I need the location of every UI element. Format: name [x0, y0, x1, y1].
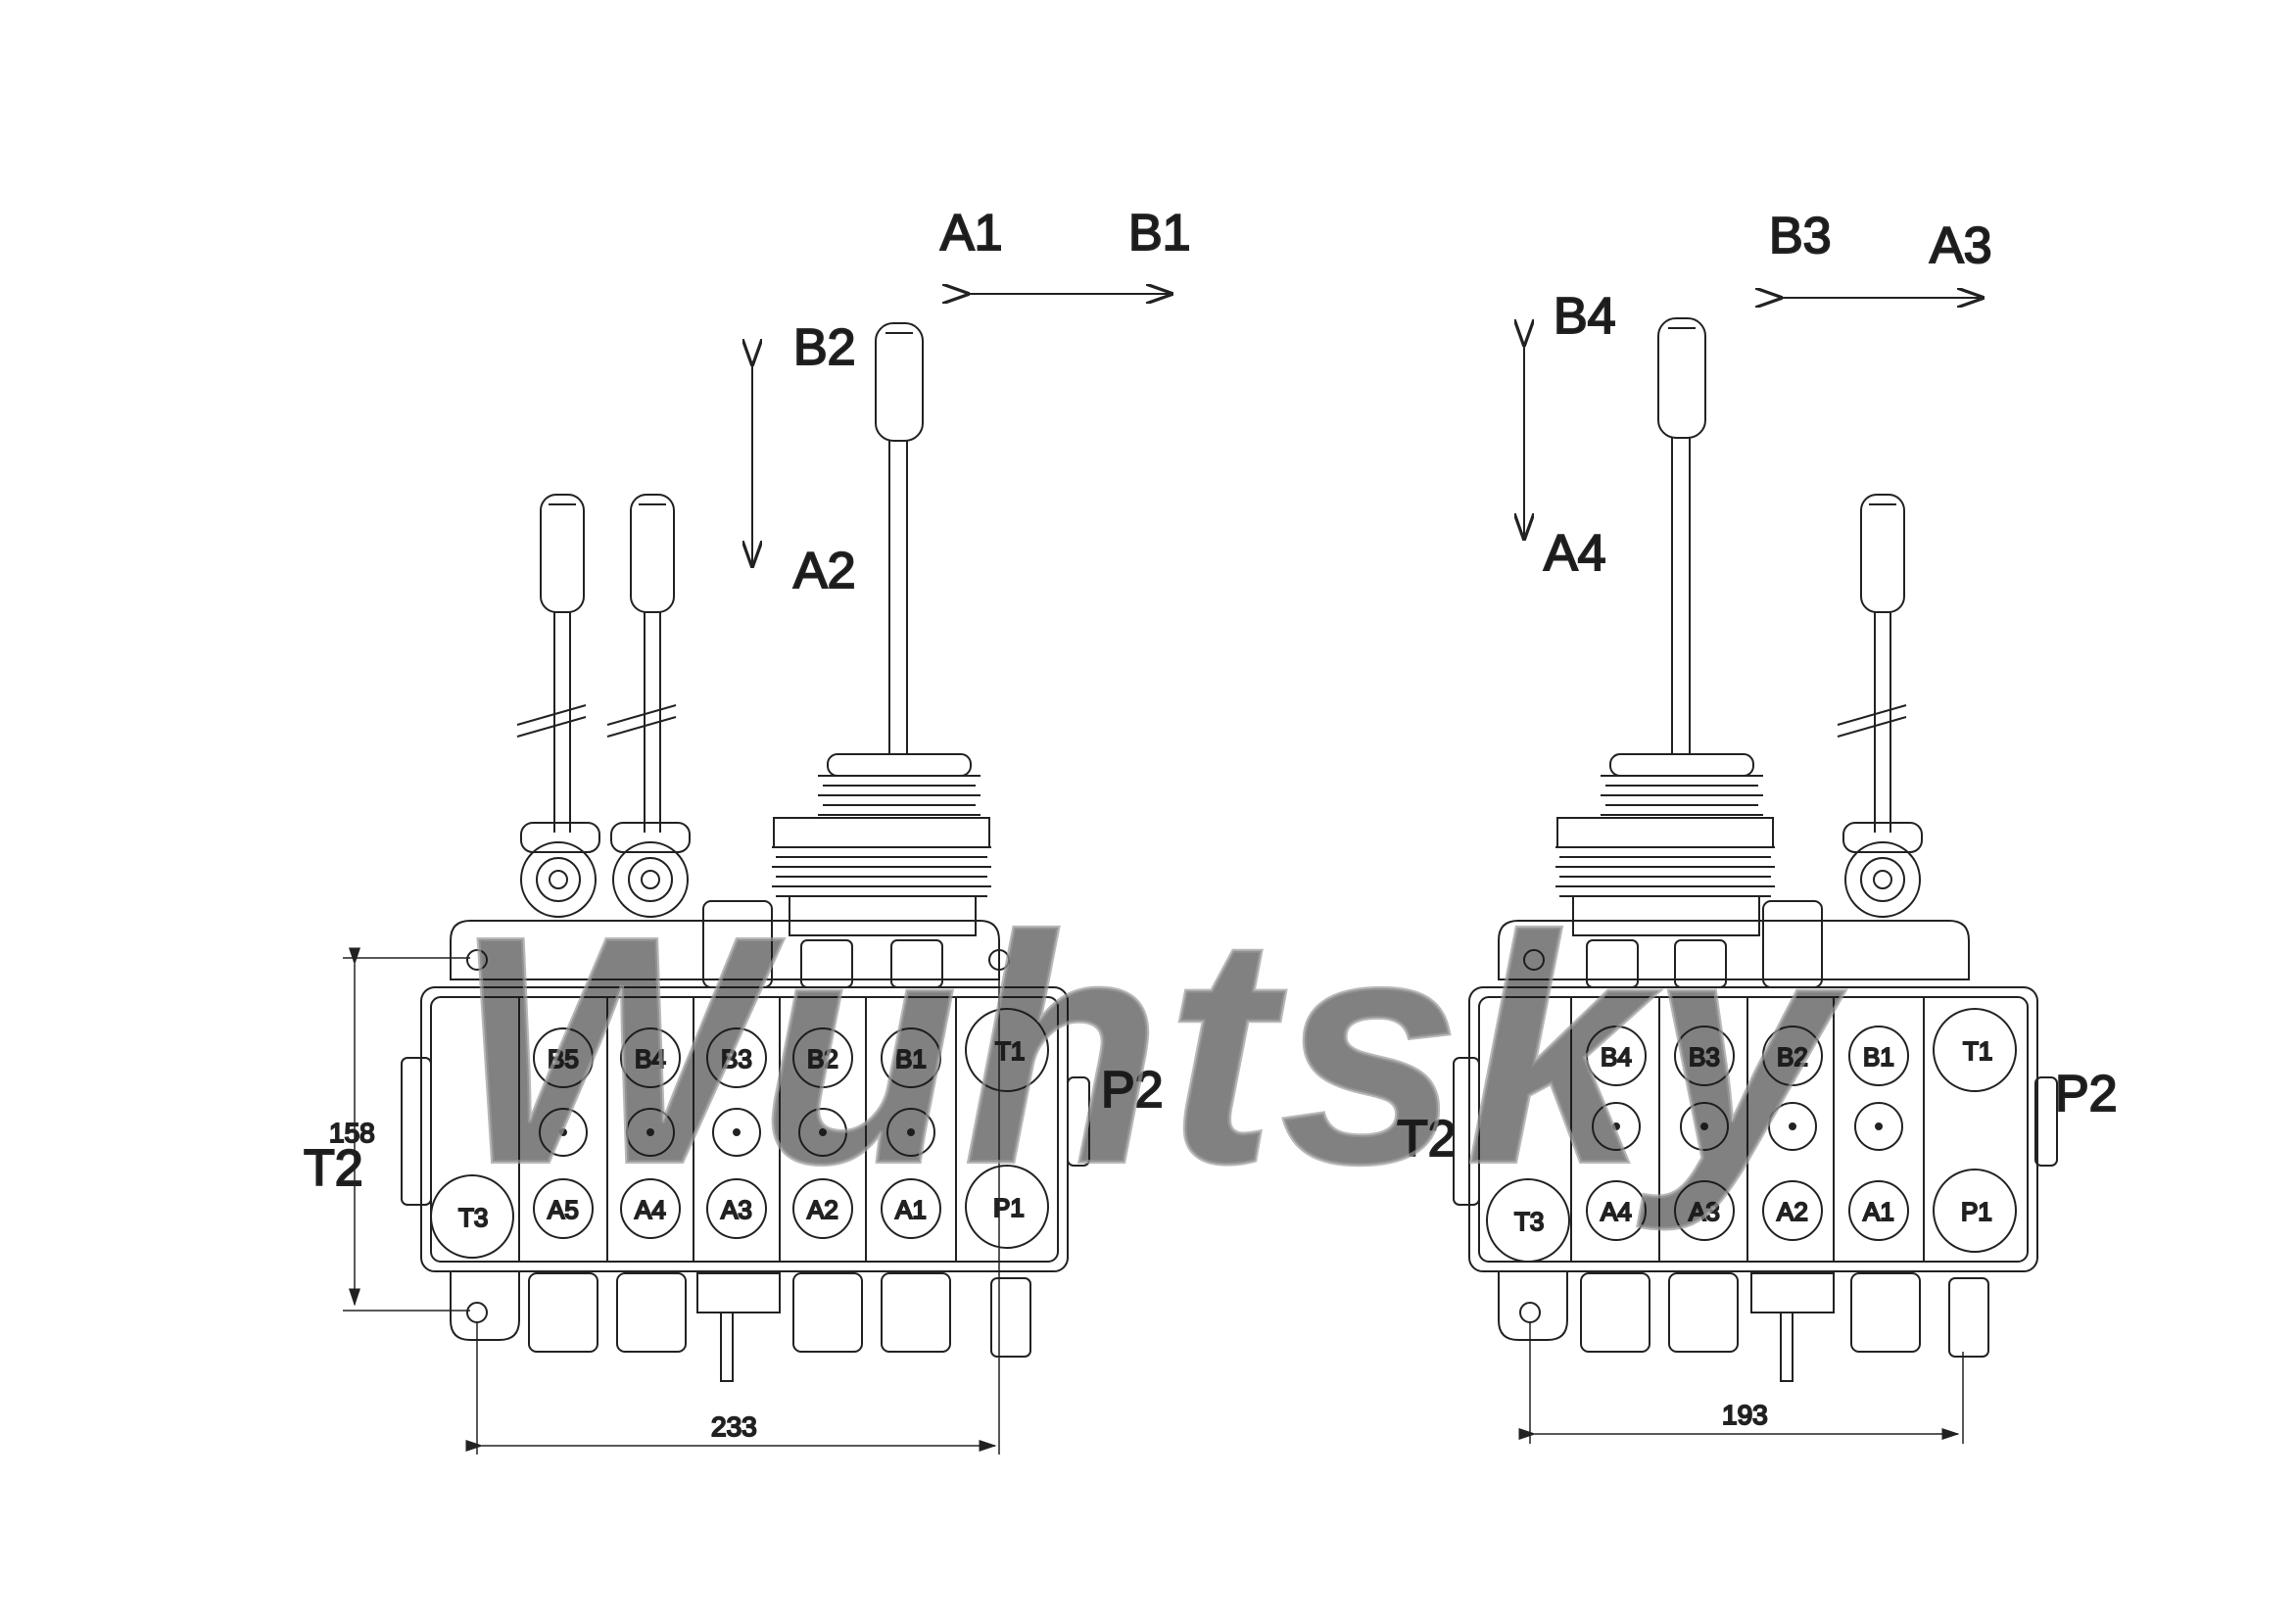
right-port-a4: A4	[1601, 1197, 1632, 1226]
right-port-b4: B4	[1601, 1042, 1632, 1072]
port-circle	[620, 1027, 681, 1088]
left-label-a2: A2	[793, 543, 856, 599]
left-direction-arrows	[752, 294, 1172, 566]
left-port-b4: B4	[635, 1044, 666, 1074]
left-port-p1-circle	[965, 1165, 1049, 1249]
right-label-p2: P2	[2055, 1066, 2118, 1122]
right-b-ports	[1586, 1026, 1909, 1086]
right-label-a4: A4	[1544, 525, 1606, 582]
right-valve: B3 A3 B4 A4	[1396, 207, 2119, 1444]
watermark-text: Wuhtsky	[454, 869, 1848, 1232]
right-port-a2: A2	[1777, 1197, 1808, 1226]
left-dimension-lines	[343, 947, 1000, 1455]
left-port-b1: B1	[895, 1044, 927, 1074]
left-label-a1: A1	[940, 205, 1003, 262]
left-a-ports	[533, 1178, 941, 1239]
right-valve-body	[1453, 900, 2058, 1382]
right-port-p1-circle	[1933, 1169, 2017, 1253]
port-circle	[533, 1027, 594, 1088]
left-port-b5: B5	[548, 1044, 579, 1074]
left-port-t3: T3	[458, 1203, 488, 1232]
right-direction-arrows	[1524, 298, 1983, 539]
right-port-t3: T3	[1514, 1207, 1544, 1236]
right-a-ports	[1586, 1180, 1909, 1241]
left-valve: A1 B1 B2 A2	[303, 204, 1192, 1455]
right-dim-width: 193	[1722, 1400, 1768, 1430]
right-port-t1: T1	[1963, 1036, 1992, 1066]
right-port-p1: P1	[1961, 1197, 1992, 1226]
right-label-t2: T2	[1397, 1111, 1457, 1168]
right-port-a1: A1	[1863, 1197, 1894, 1226]
left-port-a2: A2	[807, 1195, 838, 1224]
right-port-t3-circle	[1486, 1178, 1570, 1263]
left-middle-ports	[539, 1108, 935, 1157]
left-port-a1: A1	[895, 1195, 927, 1224]
right-port-b2: B2	[1777, 1042, 1808, 1072]
left-port-a4: A4	[635, 1195, 666, 1224]
right-dimension-lines	[1518, 1322, 1964, 1444]
left-label-b2: B2	[793, 319, 856, 376]
right-label-b4: B4	[1554, 288, 1616, 345]
watermark: Wuhtsky	[453, 867, 1848, 1234]
left-valve-body	[401, 900, 1090, 1382]
port-circle	[792, 1027, 853, 1088]
left-dim-height: 158	[329, 1118, 375, 1148]
right-middle-ports	[1592, 1102, 1903, 1151]
right-port-b3: B3	[1689, 1042, 1720, 1072]
port-circle	[881, 1027, 941, 1088]
right-label-b3: B3	[1769, 208, 1832, 264]
left-port-b3: B3	[721, 1044, 752, 1074]
port-circle	[706, 1027, 767, 1088]
left-port-b2: B2	[807, 1044, 838, 1074]
left-label-b1: B1	[1128, 205, 1191, 262]
left-label-p2: P2	[1101, 1062, 1164, 1119]
left-lever-2[interactable]	[606, 494, 691, 918]
left-b-ports	[533, 1027, 941, 1088]
left-joystick[interactable]	[772, 322, 991, 936]
left-port-t3-circle	[430, 1174, 514, 1259]
left-port-a3: A3	[721, 1195, 752, 1224]
left-port-a5: A5	[548, 1195, 579, 1224]
right-lever[interactable]	[1837, 494, 1923, 918]
right-port-b1: B1	[1863, 1042, 1894, 1072]
right-port-t1-circle	[1933, 1008, 2017, 1092]
right-label-a3: A3	[1930, 217, 1992, 274]
right-joystick[interactable]	[1555, 317, 1775, 936]
right-port-a3: A3	[1689, 1197, 1720, 1226]
left-port-t1-circle	[965, 1008, 1049, 1092]
left-lever-1[interactable]	[516, 494, 600, 918]
left-dim-width: 233	[711, 1411, 757, 1442]
